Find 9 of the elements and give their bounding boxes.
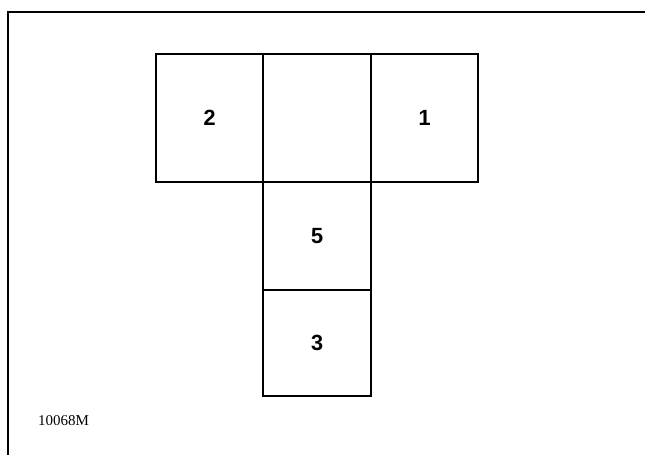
numbered-box (262, 289, 372, 397)
numbered-box (262, 181, 372, 291)
figure-code: 10068M (38, 413, 89, 430)
box-number: 5 (310, 223, 324, 249)
numbered-box (370, 53, 479, 183)
box-number: 3 (310, 330, 324, 356)
box-number: 2 (203, 105, 216, 131)
numbered-box (155, 53, 264, 183)
box-number: 1 (418, 105, 431, 131)
